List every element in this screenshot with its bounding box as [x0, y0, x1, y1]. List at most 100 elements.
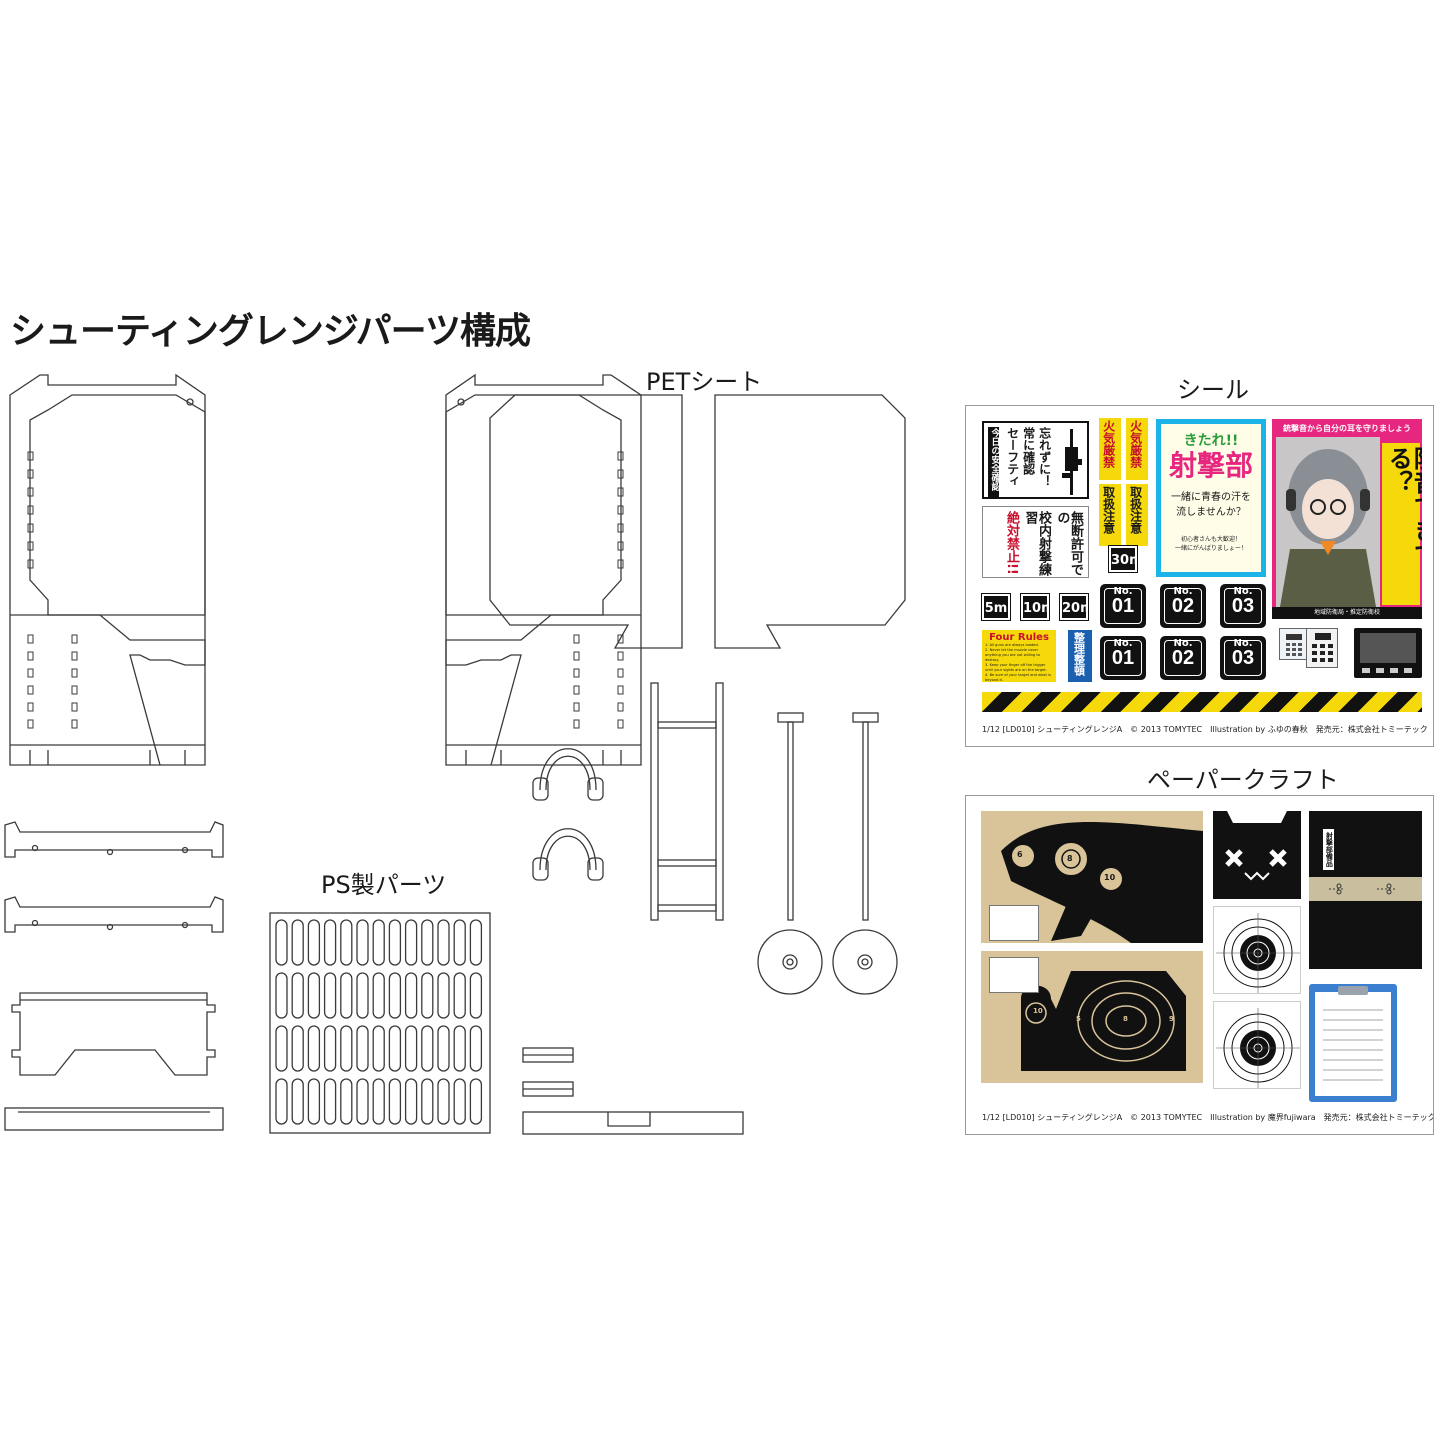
silhouette-target-2: 10 5 8 9	[981, 951, 1203, 1083]
papercraft-label: ペーパークラフト	[1147, 766, 1339, 794]
distance-5m: 5m	[981, 593, 1011, 621]
ring-target-2	[1213, 1001, 1301, 1089]
club-note-1: 初心者さんも大歓迎！	[1180, 536, 1241, 543]
long-bar-part	[522, 1111, 744, 1135]
grate-slot	[291, 919, 304, 966]
grate-slot	[307, 1078, 321, 1125]
number-tag: No.03	[1220, 584, 1266, 628]
ear-poster-foot: 地域防衛局・推定防衛校	[1272, 607, 1422, 619]
human-silhouette-image	[1021, 971, 1186, 1071]
score-card	[989, 905, 1039, 941]
strip-part	[4, 1107, 224, 1131]
clip-icon	[1338, 986, 1368, 995]
left-frame-part	[9, 373, 206, 766]
pet-sheet-left	[489, 394, 683, 649]
control-panel-sticker	[1306, 628, 1338, 668]
grate-slot	[469, 1025, 483, 1072]
monitor-screen	[1360, 633, 1416, 663]
cat-face-icon	[1213, 811, 1301, 881]
seal-sheet: 今日の安全確認 セーフティ 常に確認 忘れずに！ 無断許可での 校内射撃練習 絶…	[965, 405, 1434, 747]
page-title: シューティングレンジパーツ構成	[10, 311, 531, 352]
club-head: きたれ!!	[1183, 433, 1239, 449]
grate-slot	[421, 1078, 434, 1125]
no-practice-sticker: 無断許可での 校内射撃練習 絶対禁止!!	[982, 506, 1089, 578]
no-practice-line-1: 無断許可での	[1054, 511, 1083, 576]
safety-line-3: 忘れずに！	[1037, 427, 1052, 487]
grate-slot	[291, 1025, 304, 1072]
grate-slot	[372, 1078, 385, 1125]
grate-slot	[356, 1078, 369, 1125]
ladder-frame-part	[650, 682, 724, 921]
grate-slot	[340, 972, 353, 1019]
number-tag: No.02	[1160, 636, 1206, 680]
safety-line-1: セーフティ	[1005, 427, 1020, 487]
four-rules-title: Four Rules	[989, 632, 1049, 643]
character-illustration	[1276, 437, 1380, 607]
scissors-icon	[1329, 883, 1397, 895]
right-frame-part	[445, 373, 642, 766]
grate-slot	[323, 972, 337, 1019]
grate-slot	[275, 1025, 288, 1072]
silhouette-target-1: 6 8 10	[981, 811, 1203, 943]
rail-part-2	[4, 896, 224, 933]
club-main: 射撃部	[1168, 449, 1253, 482]
grate-slot	[453, 972, 466, 1019]
card-reader-sticker	[1279, 628, 1309, 660]
grate-slot	[356, 1025, 369, 1072]
number-tag: No.01	[1100, 636, 1146, 680]
grate-slot	[421, 972, 434, 1019]
distance-10m: 10m	[1020, 593, 1055, 621]
safety-check-sticker: 今日の安全確認 セーフティ 常に確認 忘れずに！	[982, 421, 1089, 499]
equipment-box: 射撃部備品	[1309, 811, 1422, 969]
grate-slot	[421, 919, 434, 966]
grate-slot	[372, 972, 385, 1019]
number-tag: No.01	[1100, 584, 1146, 628]
grate-slot	[275, 919, 288, 966]
clipboard-paper	[1315, 992, 1391, 1096]
grate-slot	[307, 972, 321, 1019]
target-stand-part-1	[757, 712, 823, 995]
seal-label: シール	[1177, 376, 1249, 404]
rifle-icon	[1062, 429, 1082, 495]
bullseye-icon	[1216, 913, 1300, 993]
ring-target-1	[1213, 906, 1301, 994]
no-practice-line-2: 校内射撃練習	[1022, 511, 1051, 576]
ps-parts-label: PS製パーツ	[321, 871, 447, 899]
bullseye-icon	[1216, 1008, 1300, 1088]
grate-slot	[453, 1025, 466, 1072]
grate-slot	[437, 972, 450, 1019]
grate-slot	[437, 1078, 450, 1125]
distance-30m: 30m	[1108, 545, 1143, 573]
tidy-sign-sticker: 整理整頓	[1068, 630, 1092, 682]
grate-slots	[275, 919, 483, 1125]
grate-slot	[404, 1078, 418, 1125]
grate-slot	[421, 1025, 434, 1072]
keypad-icon	[1286, 634, 1302, 656]
fire-warning-top-1: 火気厳禁	[1099, 418, 1121, 480]
grate-slot	[323, 919, 337, 966]
grate-slot	[469, 919, 483, 966]
grate-slot	[340, 1025, 353, 1072]
pet-sheet-right	[714, 394, 906, 649]
club-sub-2: 流しませんか？	[1176, 507, 1246, 518]
grate-slot	[372, 1025, 385, 1072]
shooting-club-poster: きたれ!! 射撃部 一緒に青春の汗を 流しませんか？ 初心者さんも大歓迎！ 一緒…	[1156, 419, 1266, 577]
creature-silhouette-image	[1001, 822, 1203, 943]
grate-slot	[275, 1078, 288, 1125]
box-label: 射撃部備品	[1323, 829, 1335, 870]
grate-slot	[275, 972, 288, 1019]
club-note-2: 一緒にがんばりましょー！	[1175, 545, 1247, 552]
ear-poster-main: 防音できてる？	[1384, 446, 1422, 566]
grate-slot	[291, 972, 304, 1019]
number-tag: No.02	[1160, 584, 1206, 628]
grate-slot	[469, 972, 483, 1019]
safety-head: 今日の安全確認	[988, 427, 1000, 497]
papercraft-footer: 1/12 [LD010] シューティングレンジA © 2013 TOMYTEC …	[982, 1113, 1434, 1122]
fire-warning-bottom-1: 取扱注意	[1099, 484, 1121, 546]
monitor-sticker	[1354, 628, 1422, 678]
grate-slot	[437, 1025, 450, 1072]
grate-slot	[291, 1078, 304, 1125]
grate-slot	[453, 1078, 466, 1125]
ear-protection-poster: 銃撃音から自分の耳を守りましょう 防音できてる？ 地域防衛局・推定防衛校	[1272, 419, 1422, 619]
